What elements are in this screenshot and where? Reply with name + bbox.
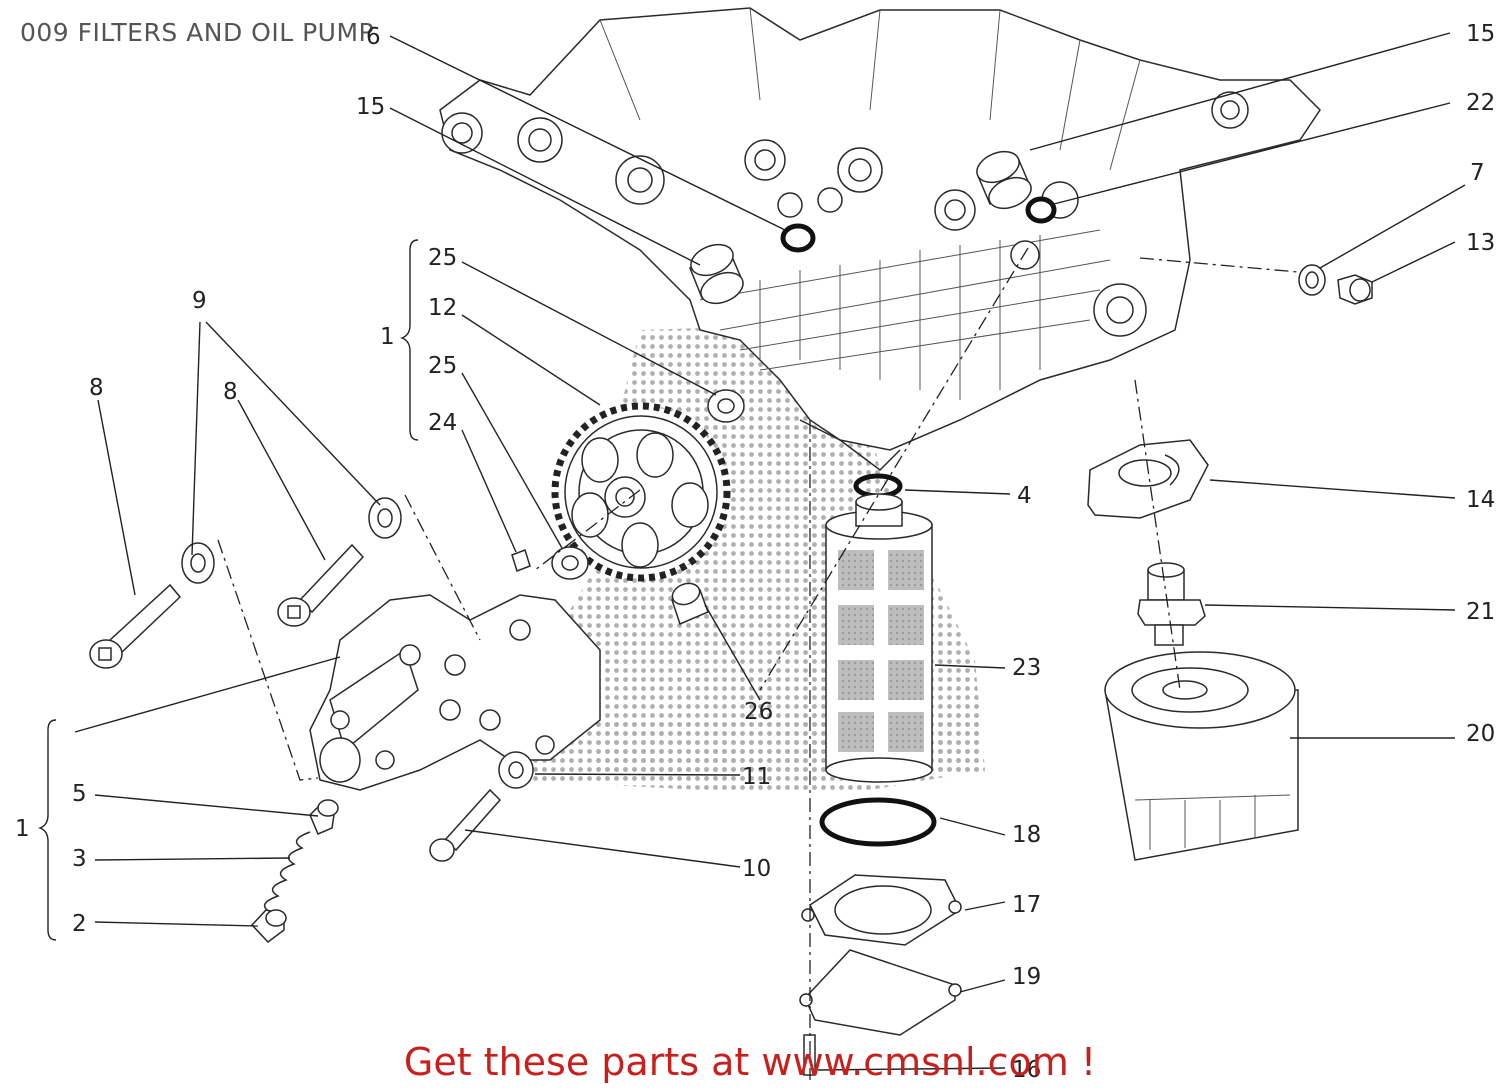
- label-part-18: 18: [1012, 822, 1041, 848]
- label-part-1-upper: 1: [380, 324, 395, 350]
- label-part-20: 20: [1466, 721, 1495, 747]
- label-part-15-right: 15: [1466, 21, 1495, 47]
- label-part-19: 19: [1012, 964, 1041, 990]
- label-part-16: 16: [1012, 1057, 1041, 1083]
- label-part-25-lower: 25: [428, 353, 457, 379]
- group-brace-upper: [400, 239, 419, 441]
- part-22-o-ring: [1025, 196, 1057, 224]
- label-part-7: 7: [1470, 160, 1485, 186]
- part-10-bolt: [429, 788, 502, 862]
- label-part-21: 21: [1466, 599, 1495, 625]
- label-part-23: 23: [1012, 655, 1041, 681]
- promo-banner[interactable]: Get these parts at www.cmsnl.com !: [403, 1040, 1097, 1084]
- label-part-3: 3: [72, 846, 87, 872]
- part-2-plug: [250, 909, 287, 944]
- part-11-washer: [498, 751, 534, 789]
- part-9-washer-right: [368, 497, 402, 539]
- group-brace-lower: [38, 719, 57, 941]
- part-19-cover: [799, 949, 962, 1036]
- label-part-24: 24: [428, 410, 457, 436]
- part-23-oil-strainer: [825, 493, 933, 783]
- part-7-washer: [1298, 264, 1326, 296]
- part-15-sleeve-left: [689, 243, 744, 305]
- part-8-bolt-left: [89, 583, 182, 669]
- oil-pump-body: [309, 594, 601, 791]
- label-part-6: 6: [366, 24, 381, 50]
- part-9-washer-left: [181, 542, 215, 584]
- part-5-relief-valve: [309, 799, 339, 835]
- part-24-key: [511, 549, 531, 572]
- label-part-25-upper: 25: [428, 245, 457, 271]
- alignment-lines: [217, 247, 1299, 1080]
- part-26-dowel: [671, 582, 709, 626]
- part-14-plate: [1087, 439, 1209, 519]
- leader-lines: [74, 32, 1466, 1071]
- label-part-22: 22: [1466, 90, 1495, 116]
- page-title: 009 FILTERS AND OIL PUMP: [20, 18, 375, 47]
- label-part-8-left: 8: [89, 375, 104, 401]
- part-3-spring: [263, 831, 311, 913]
- label-part-13: 13: [1466, 230, 1495, 256]
- label-part-15-left: 15: [356, 94, 385, 120]
- part-25-washer-lower: [551, 546, 589, 580]
- part-15-sleeve-right: [976, 150, 1032, 210]
- part-18-o-ring: [819, 797, 937, 847]
- label-part-26: 26: [744, 699, 773, 725]
- label-part-2: 2: [72, 911, 87, 937]
- part-20-oil-filter: [1104, 651, 1299, 861]
- part-13-drain-plug: [1337, 274, 1373, 305]
- label-part-10: 10: [742, 856, 771, 882]
- label-part-1-lower: 1: [15, 816, 30, 842]
- part-labels: 6 15 15 22 7 13 25 12 1 25 24 9 8 8 4 14…: [15, 21, 1495, 1083]
- label-part-9: 9: [192, 288, 207, 314]
- part-21-nipple: [1137, 562, 1206, 646]
- part-12-pump-gear: [551, 402, 731, 582]
- label-part-8-right: 8: [223, 379, 238, 405]
- part-8-bolt-right: [277, 543, 365, 627]
- crankcase: [439, 7, 1321, 471]
- part-25-washer-upper: [707, 389, 745, 423]
- label-part-5: 5: [72, 781, 87, 807]
- label-part-14: 14: [1466, 487, 1495, 513]
- part-6-o-ring: [780, 223, 816, 253]
- part-17-gasket: [801, 874, 962, 946]
- label-part-11: 11: [742, 764, 771, 790]
- label-part-12: 12: [428, 295, 457, 321]
- label-part-4: 4: [1017, 483, 1032, 509]
- label-part-17: 17: [1012, 892, 1041, 918]
